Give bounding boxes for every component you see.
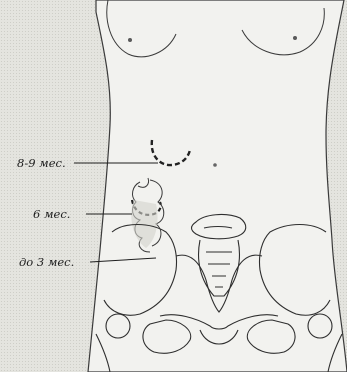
right-nipple: [293, 36, 297, 40]
label-8-9-months: 8-9 мес.: [17, 156, 66, 170]
torso-outline: [88, 0, 347, 372]
navel: [213, 163, 217, 167]
left-nipple: [128, 38, 132, 42]
label-upto-3-months: до 3 мес.: [19, 255, 74, 269]
label-6-months: 6 мес.: [33, 207, 70, 221]
